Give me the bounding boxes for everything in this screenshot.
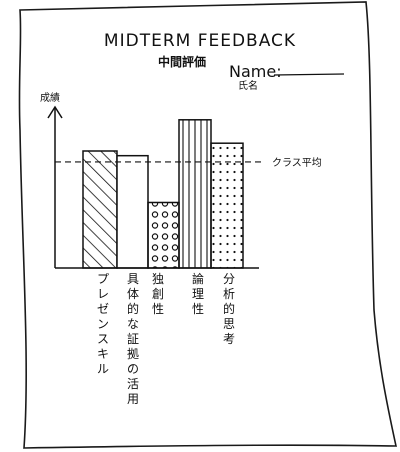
category-label-2: 具体的な証拠の活用	[127, 272, 139, 406]
category-label-3: 独創性	[152, 272, 164, 316]
category-label-5: 分析的思考	[223, 272, 235, 346]
bar-3	[147, 201, 180, 269]
bar-1	[82, 150, 118, 269]
class-average-label: クラス平均	[272, 157, 322, 169]
bar-4	[178, 119, 212, 269]
sheet-subtitle: 中間評価	[158, 54, 206, 69]
sheet-title: MIDTERM FEEDBACK	[104, 31, 296, 51]
bar-2	[116, 154, 149, 269]
name-underline	[273, 73, 345, 76]
category-label-1: プレゼンスキル	[97, 272, 109, 376]
name-sublabel: 氏名	[238, 79, 258, 92]
y-axis-arrowhead	[47, 105, 63, 119]
name-label: Name:	[229, 62, 282, 81]
bar-5	[210, 142, 244, 269]
category-label-4: 論理性	[192, 271, 204, 316]
category-labels: プレゼンスキル 具体的な証拠の活用 独創性 論理性 分析的思考	[97, 271, 235, 406]
y-axis-label: 成績	[40, 91, 60, 104]
